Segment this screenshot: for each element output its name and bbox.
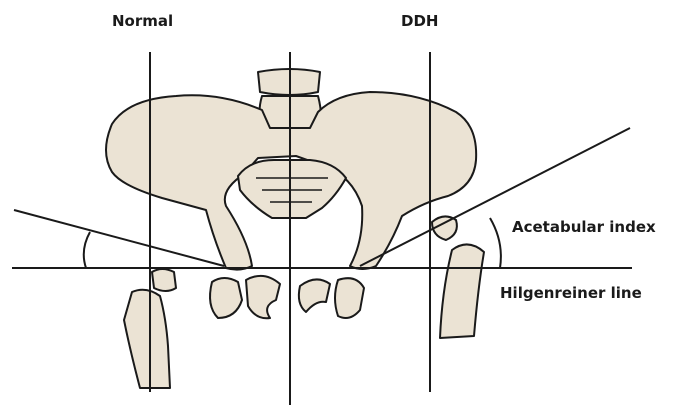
ddh-angle-arc bbox=[490, 218, 501, 268]
left-femur bbox=[124, 290, 170, 388]
right-ischium bbox=[335, 278, 364, 318]
normal-angle-arc bbox=[84, 232, 90, 268]
right-femur bbox=[440, 244, 484, 338]
left-ischium bbox=[210, 278, 242, 318]
normal-label: Normal bbox=[112, 12, 173, 30]
left-femoral-head bbox=[152, 269, 176, 291]
hilgenreiner-line-label: Hilgenreiner line bbox=[500, 284, 642, 302]
ddh-label: DDH bbox=[401, 12, 438, 30]
sacrum bbox=[238, 160, 346, 218]
right-pubis bbox=[299, 279, 330, 312]
normal-acetabular-line bbox=[14, 210, 224, 266]
acetabular-index-label: Acetabular index bbox=[512, 218, 656, 236]
left-pubis bbox=[246, 276, 280, 318]
